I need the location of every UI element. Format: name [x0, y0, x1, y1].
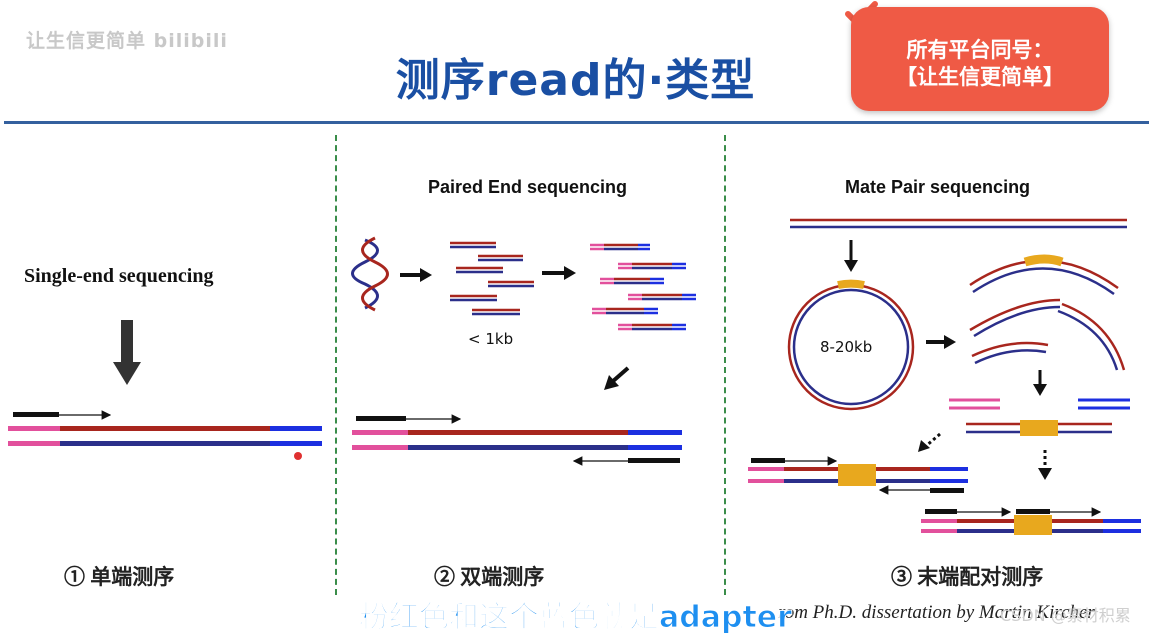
cursor-dot: [294, 452, 302, 460]
single-end-read: [13, 410, 112, 420]
mp-arrow-down-1: [844, 240, 858, 272]
pe-adapter-fragments: [590, 243, 696, 331]
single-end-heading: Single-end sequencing: [24, 265, 214, 287]
pe-read-reverse: [572, 456, 680, 466]
caption-single-end: ① 单端测序: [64, 565, 175, 589]
pe-arrow-1: [400, 268, 432, 282]
mp-dotted-arrow-down: [1038, 450, 1052, 480]
title-underline: [4, 121, 1149, 124]
dna-helix-icon: [351, 236, 389, 312]
caption-paired-end: ② 双端测序: [434, 565, 545, 589]
subtitle-text: 粉红色和这个蓝色就是adapter: [359, 600, 793, 636]
csdn-watermark: CSDN @素材积累: [1000, 606, 1131, 625]
slide-title: 测序read的·类型: [395, 55, 756, 106]
mate-pair-heading: Mate Pair sequencing: [845, 177, 1031, 197]
panel-divider-1: [335, 135, 337, 595]
mp-circle: [787, 279, 915, 411]
mp-library-fragment-1: [748, 456, 968, 495]
video-subtitle: 粉红色和这个蓝色就是adapter: [0, 592, 1151, 636]
mp-adapters: [949, 398, 1130, 410]
pe-fragment: [352, 430, 682, 450]
paired-end-heading: Paired End sequencing: [428, 177, 628, 197]
bilibili-watermark: 让生信更简单 bilibili: [26, 30, 228, 52]
caption-mate-pair: ③ 末端配对测序: [891, 565, 1044, 589]
fragment-size-label: < 1kb: [468, 330, 514, 348]
badge-line-2: 【让生信更简单】: [896, 65, 1064, 89]
channel-badge: 所有平台同号： 【让生信更简单】: [851, 7, 1109, 111]
mp-dotted-arrow-left: [918, 432, 941, 452]
source-credit: rom Ph.D. dissertation by Martin Kircher: [778, 602, 1095, 623]
mp-sheared-arcs: [969, 254, 1126, 371]
single-end-down-arrow: [113, 320, 141, 385]
mp-arrow-down-2: [1033, 370, 1047, 396]
mp-long-fragment: [790, 218, 1127, 229]
single-end-fragment: [8, 426, 322, 446]
pe-arrow-2: [542, 266, 576, 280]
mp-library-fragment-2: [921, 507, 1141, 535]
badge-line-1: 所有平台同号：: [906, 38, 1054, 62]
circle-size-label: 8-20kb: [820, 338, 873, 356]
mp-arrow-right: [926, 335, 956, 349]
panel-divider-2: [724, 135, 726, 595]
mp-junction-fragment: [966, 420, 1112, 436]
pe-fragments: [450, 241, 534, 316]
pe-read-forward: [356, 414, 462, 424]
pe-arrow-3: [604, 366, 630, 390]
